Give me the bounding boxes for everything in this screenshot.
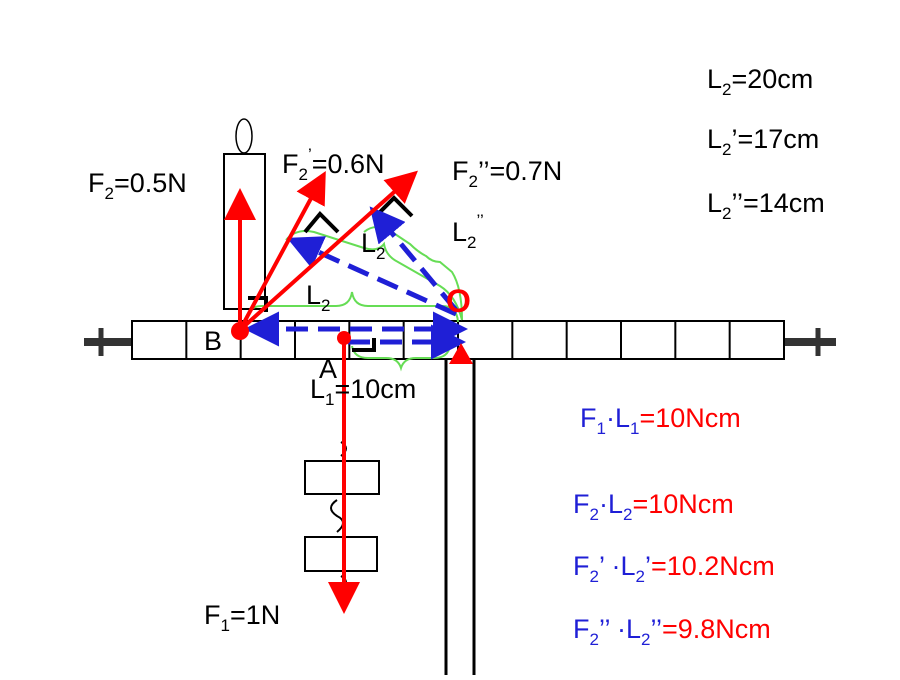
label-point-a: A: [319, 354, 337, 384]
label-l2: L2: [306, 280, 331, 315]
label-f2: F2=0.5N: [88, 168, 187, 203]
force-f2pp-arrow: [238, 170, 418, 332]
label-l2pp: L2’’: [452, 211, 484, 252]
point-a-dot: [337, 331, 351, 345]
length-l2pp: L2’’=14cm: [707, 188, 825, 223]
fulcrum-triangle: [449, 343, 473, 364]
label-point-b: B: [204, 326, 222, 356]
label-l1: L1=10cm: [310, 374, 416, 409]
label-f2pp: F2’’=0.7N: [452, 156, 562, 191]
product-f2pp-l2pp: F2’’ ·L2’’=9.8Ncm: [573, 614, 771, 649]
product-f2p-l2p: F2’ ·L2’=10.2Ncm: [573, 551, 775, 586]
stand-post: [444, 320, 476, 675]
product-f2-l2: F2·L2=10Ncm: [573, 489, 734, 524]
length-l2p: L2’=17cm: [707, 124, 819, 159]
label-f1: F1=1N: [204, 600, 280, 635]
force-arrows: [224, 170, 418, 614]
label-l2p: L2: [361, 228, 386, 263]
label-f2p: F2’=0.6N: [282, 145, 385, 184]
point-b-dot: [231, 322, 249, 340]
label-point-o: O: [446, 283, 471, 319]
force-f2p-arrow: [238, 170, 326, 331]
balloon-rod: [223, 118, 266, 310]
product-f1-l1: F1·L1=10Ncm: [580, 403, 741, 438]
length-l2: L2=20cm: [707, 64, 813, 99]
